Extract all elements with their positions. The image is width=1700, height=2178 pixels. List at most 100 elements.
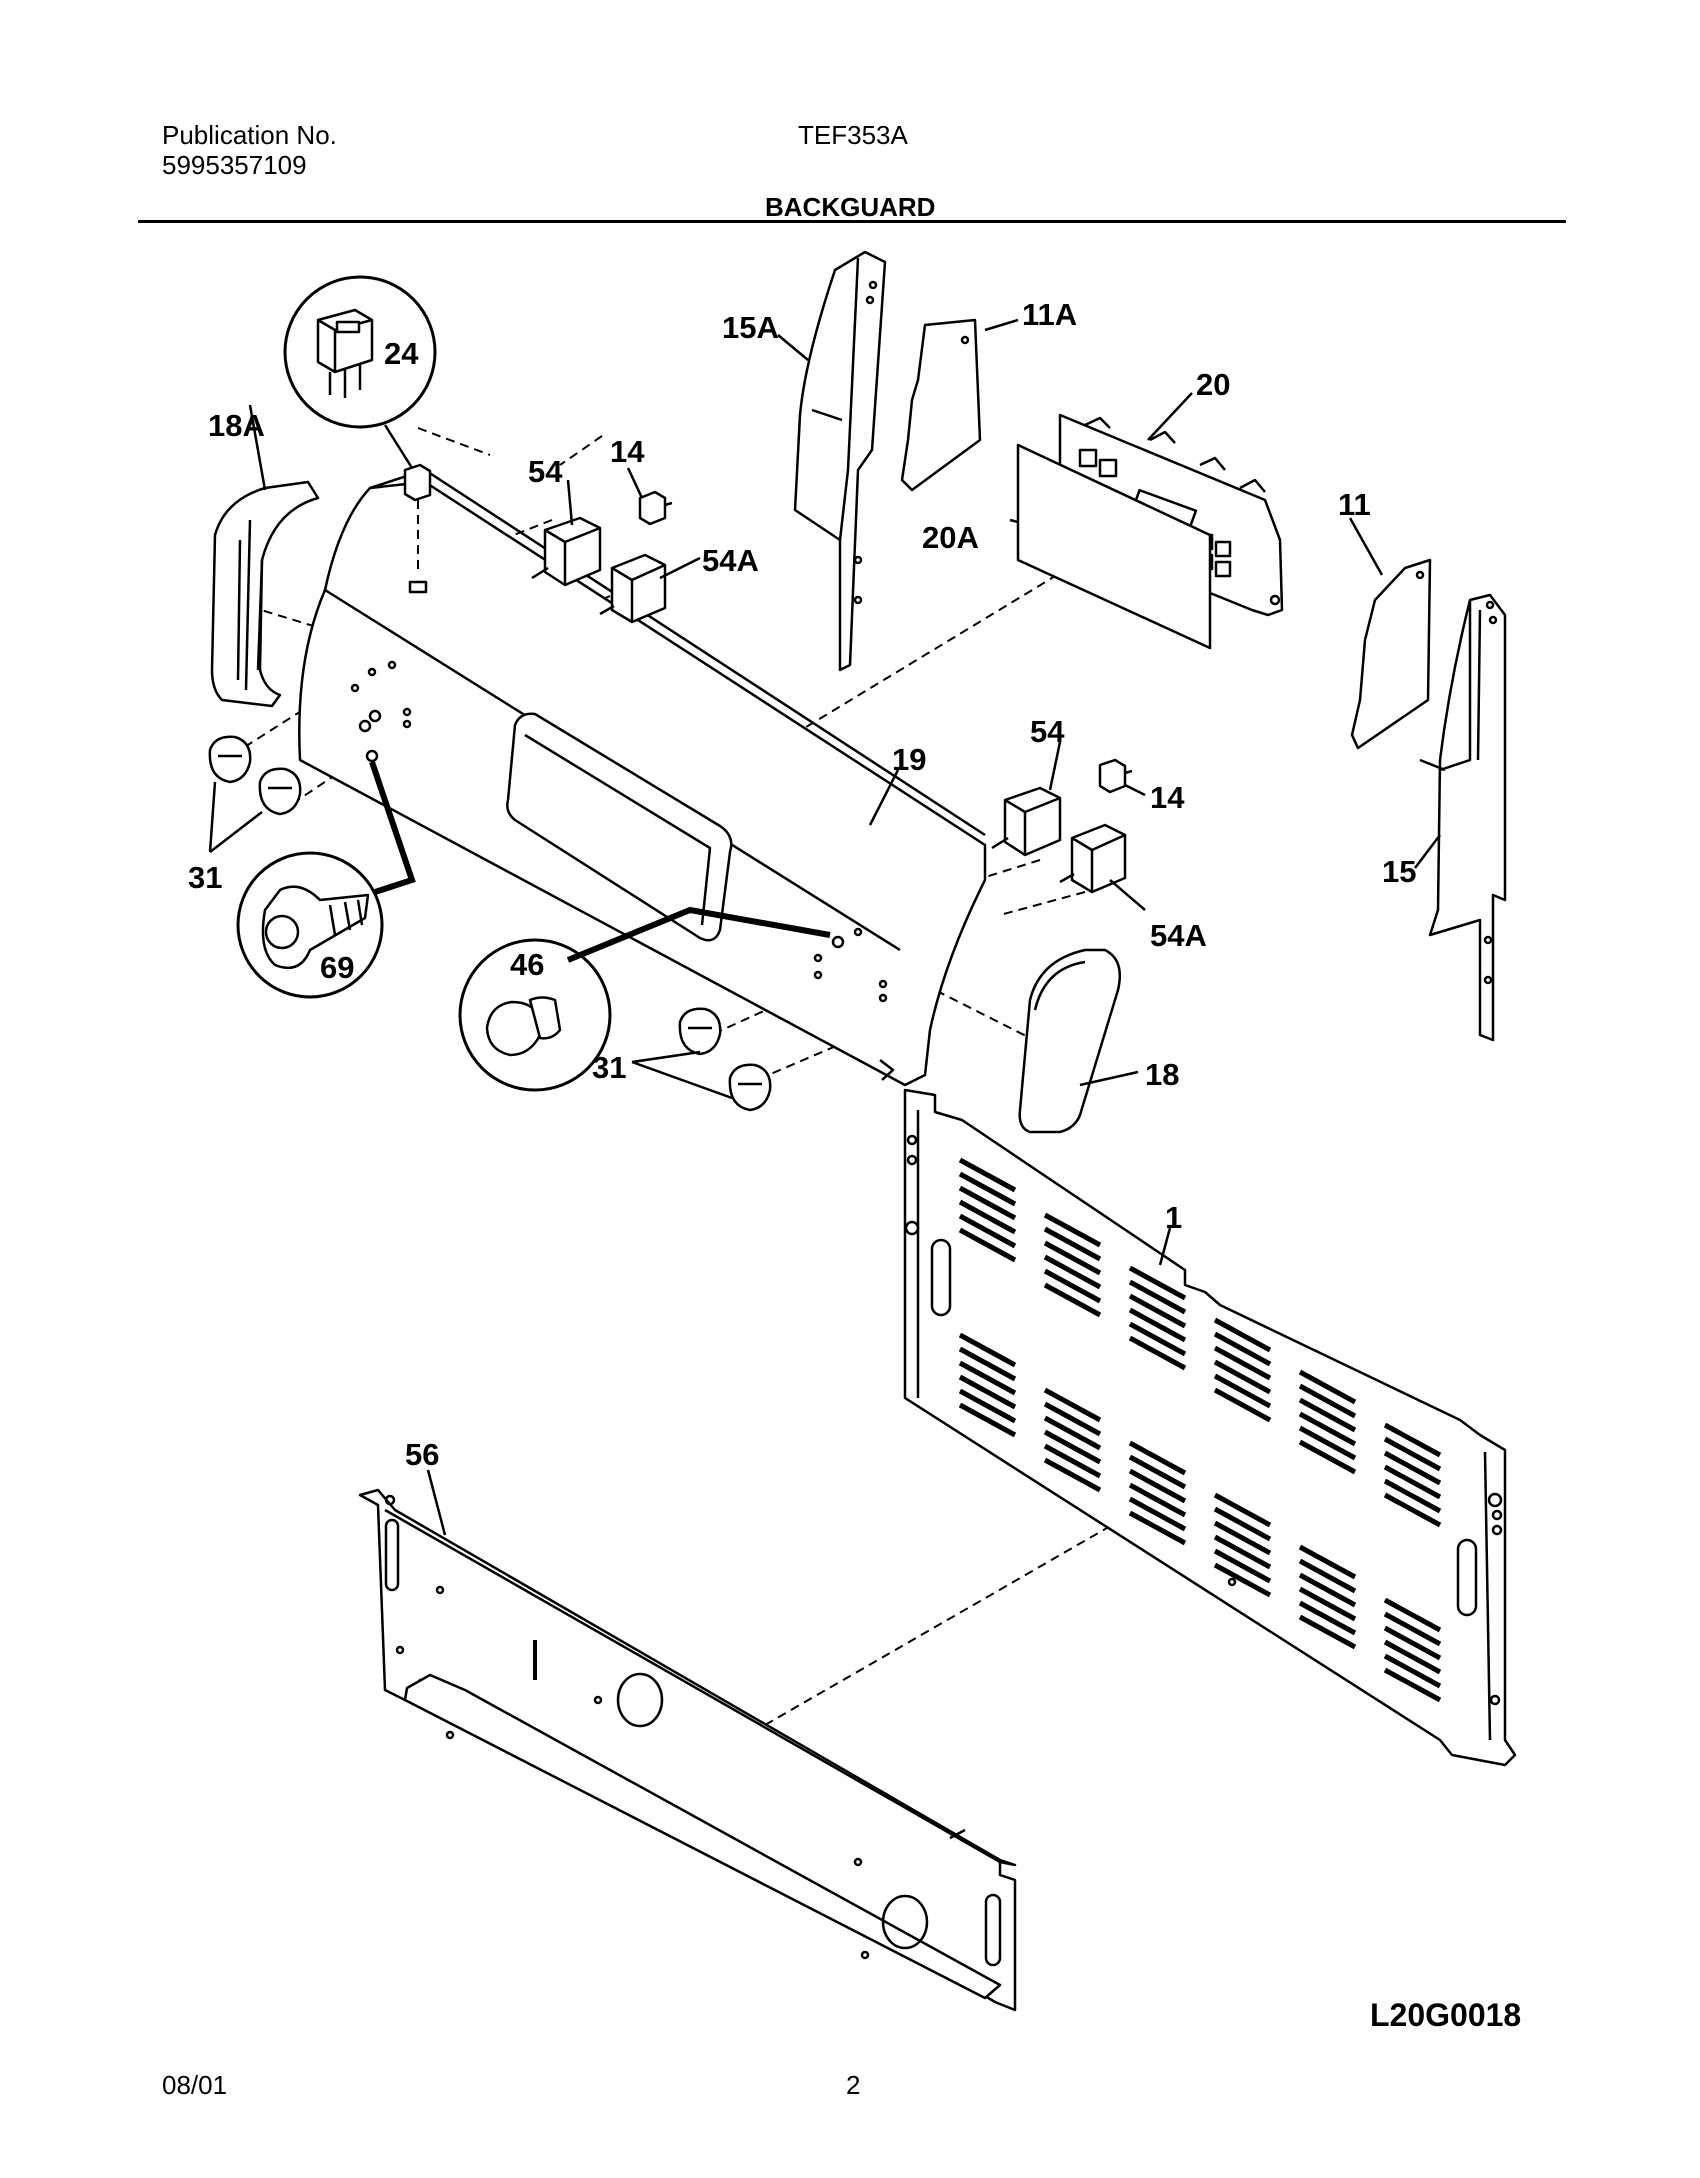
vent-slot xyxy=(958,1402,1017,1438)
vent-slot xyxy=(1213,1506,1272,1542)
vent-slot xyxy=(958,1360,1017,1396)
section-title: BACKGUARD xyxy=(765,192,936,222)
vent-slot xyxy=(1298,1614,1357,1650)
vent-slot xyxy=(1128,1279,1187,1315)
page-number: 2 xyxy=(846,2070,861,2100)
vent-slot xyxy=(1043,1268,1102,1304)
callout-31-left: 31 xyxy=(188,860,222,895)
vent-slot xyxy=(1128,1496,1187,1532)
callout-54A-left: 54A xyxy=(702,543,759,578)
part-11-insulation xyxy=(1350,558,1432,750)
vent-slot xyxy=(1128,1321,1187,1357)
vent-slot xyxy=(958,1374,1017,1410)
vent-slot xyxy=(958,1185,1017,1221)
part-54-switch-left xyxy=(531,516,602,587)
part-18A-left-endcap xyxy=(210,480,320,708)
callout-15: 15 xyxy=(1382,854,1416,889)
vent-slot xyxy=(1213,1317,1272,1353)
vent-slot xyxy=(1383,1422,1442,1458)
vent-slot xyxy=(1383,1597,1442,1633)
vent-slot xyxy=(1128,1293,1187,1329)
callout-54-right: 54 xyxy=(1030,714,1065,749)
vent-slot xyxy=(1383,1653,1442,1689)
vent-slot xyxy=(1213,1359,1272,1395)
vent-slot xyxy=(1383,1639,1442,1675)
model-number: TEF353A xyxy=(798,120,908,150)
callout-24: 24 xyxy=(384,336,419,371)
vent-slot xyxy=(1213,1562,1272,1598)
vent-slot xyxy=(1043,1240,1102,1276)
part-15A-bracket xyxy=(793,250,887,672)
vent-slot xyxy=(1383,1667,1442,1703)
vent-slot xyxy=(1298,1369,1357,1405)
vent-slot xyxy=(1043,1429,1102,1465)
vent-slot xyxy=(1213,1331,1272,1367)
part-54A-switch-left xyxy=(599,553,667,624)
vent-slot xyxy=(1043,1212,1102,1248)
callout-54-left: 54 xyxy=(528,454,563,489)
vent-slot xyxy=(1128,1482,1187,1518)
vent-slot xyxy=(1298,1544,1357,1580)
callout-56: 56 xyxy=(405,1437,439,1472)
part-18-right-endcap xyxy=(1018,948,1122,1134)
vent-slot xyxy=(1298,1600,1357,1636)
vent-slot xyxy=(1043,1415,1102,1451)
vent-slot xyxy=(1298,1425,1357,1461)
vent-slot xyxy=(1298,1439,1357,1475)
vent-slot xyxy=(1213,1548,1272,1584)
vent-slot xyxy=(1043,1226,1102,1262)
callout-54A-right: 54A xyxy=(1150,918,1207,953)
header-rule xyxy=(138,220,1566,223)
vent-slot xyxy=(1128,1454,1187,1490)
callout-20: 20 xyxy=(1196,367,1230,402)
vent-slot xyxy=(1043,1401,1102,1437)
footer-date: 08/01 xyxy=(162,2070,228,2100)
vent-slots xyxy=(958,1157,1442,1703)
vent-slot xyxy=(1043,1387,1102,1423)
callout-69: 69 xyxy=(320,950,354,985)
vent-slot xyxy=(1128,1335,1187,1371)
part-56-lower-panel xyxy=(358,1488,1017,2012)
callout-labels: 18A 24 54 14 54A 15A 11A 20 20A 11 15 19… xyxy=(188,297,1416,1472)
callout-14-left: 14 xyxy=(610,434,645,469)
vent-slot xyxy=(1298,1586,1357,1622)
callout-20A: 20A xyxy=(922,520,979,555)
vent-slot xyxy=(1298,1411,1357,1447)
part-1-rear-panel xyxy=(903,1088,1517,1767)
vent-slot xyxy=(1128,1440,1187,1476)
part-31-knobs-left xyxy=(208,735,302,853)
vent-slot xyxy=(958,1332,1017,1368)
part-69-screw-detail xyxy=(236,761,416,999)
vent-slot xyxy=(1383,1492,1442,1528)
callout-11A: 11A xyxy=(1022,297,1077,332)
callout-18: 18 xyxy=(1145,1057,1179,1092)
callout-18A: 18A xyxy=(208,408,265,443)
vent-slot xyxy=(1298,1558,1357,1594)
vent-slot xyxy=(958,1199,1017,1235)
drawing-code: L20G0018 xyxy=(1370,1997,1522,2033)
publication-number: 5995357109 xyxy=(162,150,307,180)
vent-slot xyxy=(1213,1345,1272,1381)
callout-leaders xyxy=(248,318,1441,1536)
part-24-detail-circle xyxy=(283,275,437,469)
part-20-control-board xyxy=(1058,413,1284,617)
vent-slot xyxy=(1383,1436,1442,1472)
vent-slot xyxy=(1043,1457,1102,1493)
callout-31-right: 31 xyxy=(592,1050,626,1085)
vent-slot xyxy=(1383,1464,1442,1500)
callout-14-right: 14 xyxy=(1150,780,1185,815)
vent-slot xyxy=(1383,1611,1442,1647)
vent-slot xyxy=(1383,1478,1442,1514)
part-31-knobs-right xyxy=(631,1007,772,1112)
publication-label: Publication No. xyxy=(162,120,337,150)
vent-slot xyxy=(1213,1387,1272,1423)
part-11A-insulation xyxy=(900,318,982,492)
vent-slot xyxy=(958,1171,1017,1207)
callout-19: 19 xyxy=(892,742,926,777)
vent-slot xyxy=(958,1157,1017,1193)
vent-slot xyxy=(1213,1534,1272,1570)
vent-slot xyxy=(1213,1520,1272,1556)
vent-slot xyxy=(1043,1443,1102,1479)
vent-slot xyxy=(1043,1282,1102,1318)
